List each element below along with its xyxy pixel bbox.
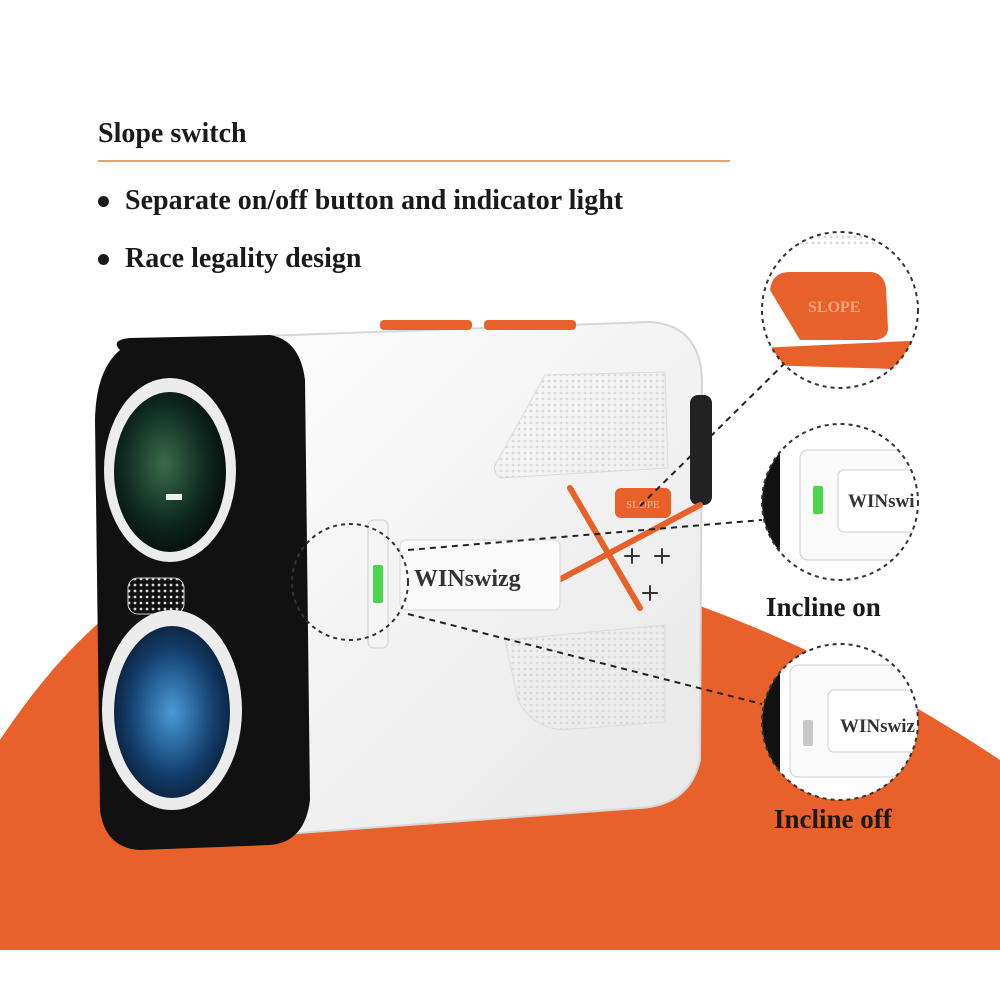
- inset-brand-off: WINswiz: [840, 716, 916, 737]
- leader-lines: [407, 357, 791, 705]
- top-button-left: [380, 320, 472, 330]
- inset-incline-off: WINswiz: [761, 643, 919, 801]
- orange-x-mark: [537, 485, 703, 611]
- inset-indicator-on: [813, 486, 823, 514]
- inset-incline-on: WINswi: [761, 423, 919, 581]
- lower-lens: [114, 626, 230, 798]
- rangefinder-device: SLOPE WINswizg: [95, 320, 712, 850]
- inset-slope-label: SLOPE: [808, 299, 860, 316]
- feature-text: Separate on/off button and indicator lig…: [125, 185, 624, 216]
- upper-lens-glint: [166, 494, 182, 500]
- upper-lens: [114, 392, 226, 552]
- feature-text: Race legality design: [125, 243, 362, 274]
- caption-incline-on: Incline on: [766, 592, 881, 622]
- title-divider: [98, 160, 730, 162]
- inset-indicator-off: [803, 720, 813, 746]
- device-magnifier: [291, 523, 409, 641]
- feature-list: Separate on/off button and indicator lig…: [98, 172, 623, 288]
- feature-item: Separate on/off button and indicator lig…: [98, 172, 623, 230]
- indicator-light-on: [373, 565, 383, 603]
- brand-panel: [399, 539, 561, 611]
- caption-incline-off: Incline off: [774, 804, 892, 834]
- slope-button-label: SLOPE: [626, 499, 660, 511]
- bullet-icon: [98, 253, 109, 265]
- side-knob: [690, 395, 712, 505]
- sparkle-marks: [624, 548, 670, 601]
- inset-brand-on: WINswi: [848, 491, 915, 512]
- grip-upper: [494, 371, 669, 479]
- top-button-right: [484, 320, 576, 330]
- device-brand: WINswizg: [414, 566, 521, 592]
- lens-bridge: [127, 577, 185, 615]
- feature-item: Race legality design: [98, 230, 623, 288]
- grip-lower: [504, 624, 666, 731]
- inset-slope-button: SLOPE: [761, 231, 919, 389]
- page-title: Slope switch: [98, 118, 247, 149]
- bullet-icon: [98, 195, 109, 207]
